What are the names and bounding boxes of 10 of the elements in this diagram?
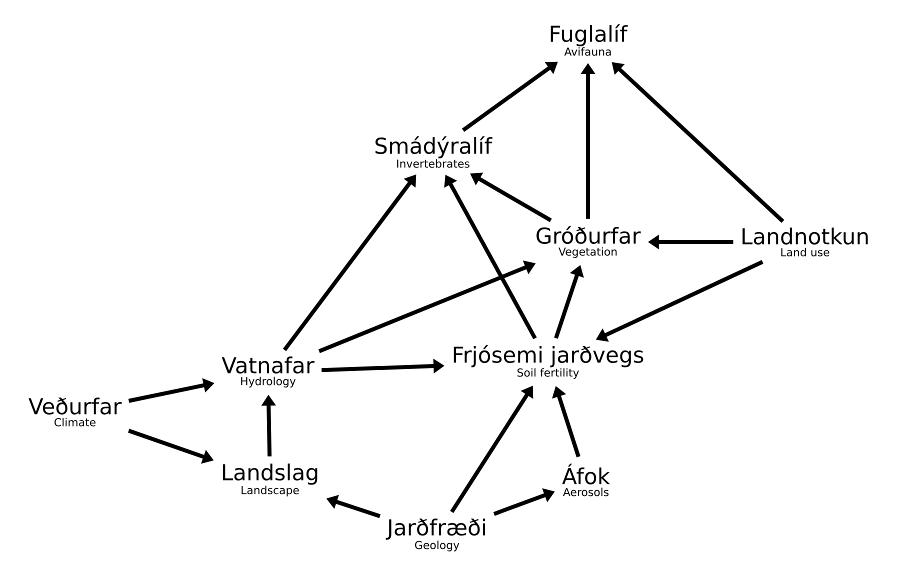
- concept-label: Landslag Landscape: [223, 464, 318, 496]
- concept-label: Landnotkun Land use: [742, 228, 868, 256]
- concept-label: Frjósemi jarðvegs Soil fertility: [454, 345, 644, 379]
- concept-label: Veðurfar Climate: [28, 398, 122, 426]
- concept-label: Gróðurfar Vegetation: [536, 226, 641, 258]
- concept-label: Vatnafar Hydrology: [222, 356, 314, 388]
- concept-label: Jarðfræði Geology: [386, 518, 485, 552]
- concept-label: Áfok Aerosols: [562, 464, 610, 496]
- concept-label: Fuglalíf Avifauna: [550, 24, 628, 56]
- concept-label: Smádýralíf Invertebrates: [375, 136, 492, 168]
